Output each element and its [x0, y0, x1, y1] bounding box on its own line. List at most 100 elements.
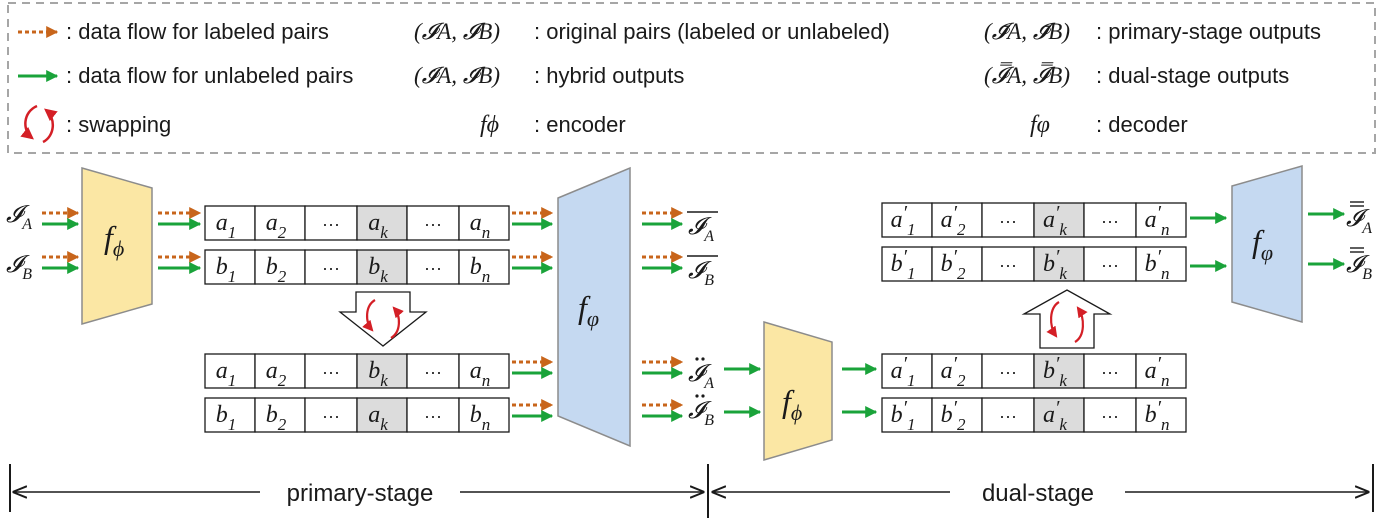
- swap-icon: [20, 104, 38, 140]
- feature-cell-label: ···: [999, 211, 1017, 231]
- svg-text:𝓘A: 𝓘A: [6, 202, 32, 233]
- swap-up-arrow: [1021, 289, 1113, 349]
- feature-cell: [881, 202, 933, 238]
- feature-cell-label: an: [470, 210, 491, 242]
- primary-outputs-text: : primary-stage outputs: [1096, 19, 1321, 44]
- encoder-text: : encoder: [534, 112, 626, 137]
- feature-cell-label: a′k: [1043, 397, 1067, 434]
- feature-cell-label: bn: [470, 402, 491, 434]
- feature-cell: [981, 353, 1035, 389]
- feature-cell: [406, 205, 460, 241]
- feature-cell-label: ···: [999, 362, 1017, 382]
- feature-cell: [458, 353, 510, 389]
- decoder-text: : decoder: [1096, 112, 1188, 137]
- feature-cell-label: ···: [1101, 406, 1119, 426]
- svg-text:𝓘B: 𝓘B: [6, 252, 32, 283]
- feature-cell-label: a′2: [941, 202, 966, 239]
- legend-unlabeled-text: : data flow for unlabeled pairs: [66, 63, 353, 88]
- svg-text:𝓘B: 𝓘B: [1346, 252, 1372, 283]
- feature-cell: [1135, 353, 1187, 389]
- feature-cell: [356, 353, 408, 389]
- feature-cell-label: ···: [322, 258, 340, 278]
- feature-cell-label: b′1: [891, 246, 916, 283]
- feature-cell-label: ···: [1101, 255, 1119, 275]
- feature-cell-label: ···: [322, 406, 340, 426]
- feature-cell: [881, 353, 933, 389]
- legend-primary-outputs: (𝓘̄A, 𝓘̄B) : primary-stage outputs: [984, 19, 1321, 44]
- svg-text:𝓘B: 𝓘B: [688, 398, 714, 429]
- feature-cell-label: b2: [266, 254, 287, 286]
- feature-cell: [458, 205, 510, 241]
- feature-cell: [406, 249, 460, 285]
- svg-text:𝓘B: 𝓘B: [688, 258, 714, 289]
- feature-cell-label: ···: [1101, 362, 1119, 382]
- feature-cell-label: ···: [999, 406, 1017, 426]
- output-a-bar-label: 𝓘A: [687, 211, 718, 245]
- svg-text:𝓘A: 𝓘A: [1346, 206, 1372, 237]
- feature-cell: [1135, 397, 1187, 433]
- feature-cell-label: a′1: [891, 202, 916, 239]
- feature-cell-label: b1: [216, 254, 237, 286]
- legend-labeled-flow: : data flow for labeled pairs: [18, 19, 329, 44]
- encoder-symbol: fϕ: [480, 112, 499, 138]
- feature-cell: [304, 205, 358, 241]
- feature-cell: [204, 249, 256, 285]
- feature-cell: [1033, 246, 1085, 282]
- feature-cell-label: a′k: [1043, 202, 1067, 239]
- feature-cell: [981, 246, 1035, 282]
- feature-cell: [1135, 246, 1187, 282]
- encoder-dual: [763, 320, 833, 462]
- feature-cell-label: bk: [368, 254, 388, 286]
- feature-cell-label: b′n: [1145, 397, 1170, 434]
- feature-cell-label: a1: [216, 210, 237, 242]
- original-pairs-symbol: (𝓘A, 𝓘B): [414, 19, 500, 44]
- feature-cell-label: a′2: [941, 353, 966, 390]
- feature-cell: [458, 249, 510, 285]
- feature-cell: [1083, 397, 1137, 433]
- legend-swapping-text: : swapping: [66, 112, 171, 137]
- feature-cell: [304, 353, 358, 389]
- swap-down-arrow: [338, 291, 428, 347]
- row-b-dual-bottom: b′1 b′2 ··· a′k ··· b′n: [881, 397, 1187, 434]
- feature-cell: [1033, 202, 1085, 238]
- feature-cell: [356, 397, 408, 433]
- input-a-label: 𝓘A: [6, 202, 32, 233]
- feature-cell-label: ···: [424, 258, 442, 278]
- hybrid-outputs-symbol: (𝓘̈A, 𝓘̈B): [414, 63, 500, 88]
- encoder-primary: [81, 167, 153, 325]
- dual-stage-label: dual-stage: [982, 480, 1094, 507]
- feature-cell-label: b′k: [1043, 353, 1067, 390]
- feature-cell-label: a′n: [1145, 202, 1170, 239]
- feature-cell: [304, 397, 358, 433]
- feature-cell: [1033, 353, 1085, 389]
- legend-unlabeled-flow: : data flow for unlabeled pairs: [18, 63, 353, 88]
- original-pairs-text: : original pairs (labeled or unlabeled): [534, 19, 890, 44]
- legend-box: [7, 2, 1376, 154]
- feature-cell: [204, 353, 256, 389]
- feature-cell-label: ···: [999, 255, 1017, 275]
- feature-cell-label: an: [470, 358, 491, 390]
- feature-cell: [1135, 202, 1187, 238]
- primary-stage-label: primary-stage: [287, 480, 434, 507]
- feature-cell: [304, 249, 358, 285]
- feature-cell-label: b′2: [941, 246, 966, 283]
- feature-cell-label: ···: [322, 362, 340, 382]
- feature-cell-label: b′2: [941, 397, 966, 434]
- flow-arrows: [42, 207, 1346, 422]
- feature-cell: [458, 397, 510, 433]
- feature-cell-label: b′1: [891, 397, 916, 434]
- feature-cell: [981, 202, 1035, 238]
- legend-swapping: : swapping: [20, 104, 171, 144]
- input-b-label: 𝓘B: [6, 252, 32, 283]
- feature-cell: [254, 249, 306, 285]
- feature-cell: [204, 397, 256, 433]
- legend-original-pairs: (𝓘A, 𝓘B) : original pairs (labeled or un…: [414, 19, 890, 44]
- decoder-dual: [1231, 165, 1303, 323]
- feature-cell: [1083, 246, 1137, 282]
- feature-cell-label: ak: [368, 210, 388, 242]
